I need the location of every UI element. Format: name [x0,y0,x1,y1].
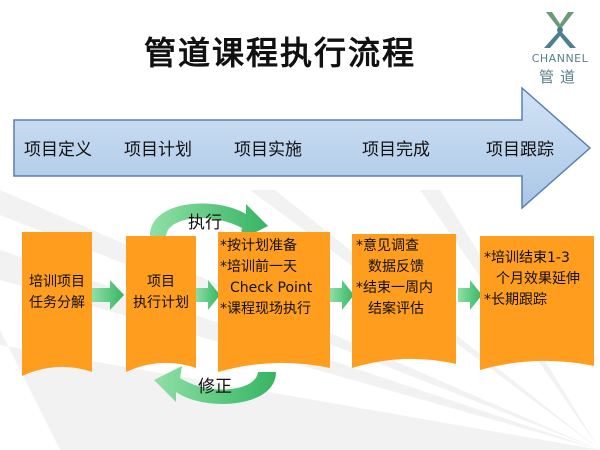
phase-label-define: 项目定义 [24,140,92,160]
loop-label-correct: 修正 [198,377,232,397]
loop-arrow-top [150,203,268,240]
loop-arrow-bottom [154,366,276,404]
loop-label-execute: 执行 [188,213,222,233]
process-box-2 [126,236,196,372]
box-4-text: *意见调查 数据反馈 *结束一周内 结案评估 [356,238,433,317]
box-5-text: *培训结束1-3 个月效果延伸 *长期跟踪 [484,250,580,308]
box-3-text: *按计划准备 *培训前一天 Check Point *课程现场执行 [220,238,313,317]
process-box-5 [480,236,594,370]
channel-logo: CHANNEL 管道 [520,8,600,98]
process-box-3 [218,232,330,372]
connector-arrow-1 [92,280,124,310]
page-title: 管道课程执行流程 [143,34,416,72]
connector-arrow-4 [458,280,482,310]
phase-label-implement: 项目实施 [234,140,302,160]
box-2-text: 项目执行计划 [133,274,189,311]
connector-arrow-2 [195,280,220,310]
logo-text-cn: 管道 [538,68,581,86]
connector-arrow-3 [330,280,354,310]
box-1-text: 培训项目任务分解 [29,274,85,311]
process-box-4 [352,234,456,368]
process-box-1 [22,232,92,376]
phase-label-track: 项目跟踪 [486,140,554,160]
phase-label-complete: 项目完成 [362,140,430,160]
logo-mark-icon [544,12,576,48]
logo-text-en: CHANNEL [531,52,589,65]
phase-label-plan: 项目计划 [124,140,192,160]
